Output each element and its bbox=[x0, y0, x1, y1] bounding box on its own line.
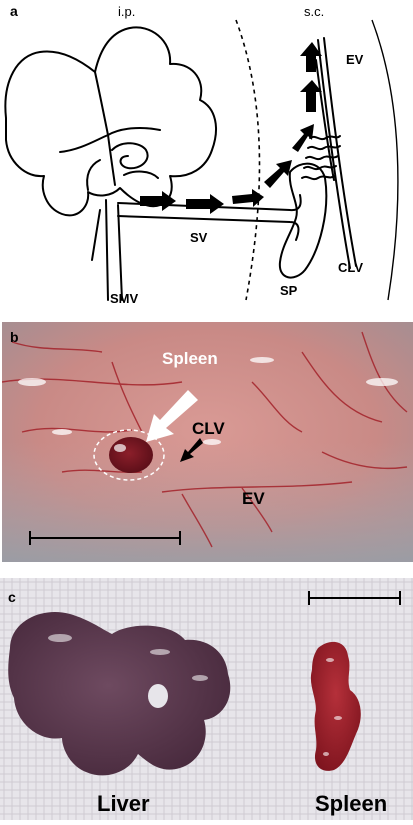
spleen-outline bbox=[278, 162, 328, 279]
ev-label: EV bbox=[346, 52, 364, 67]
surgical-photo: b Spleen CLV EV bbox=[1, 322, 413, 562]
clv-photo-label: CLV bbox=[192, 419, 225, 438]
panel-c-photo: c Liver Spleen bbox=[0, 578, 413, 820]
panel-c-letter: c bbox=[8, 589, 16, 605]
flow-arrow bbox=[300, 80, 322, 112]
spleen-organ bbox=[310, 641, 361, 771]
flow-arrow bbox=[300, 42, 322, 72]
ev-photo-label: EV bbox=[242, 489, 265, 508]
flow-arrows bbox=[140, 42, 322, 214]
spleen-nodule bbox=[109, 437, 153, 473]
sv-label: SV bbox=[190, 230, 208, 245]
panel-a-letter: a bbox=[10, 3, 18, 19]
sc-label: s.c. bbox=[304, 4, 324, 19]
skin-line bbox=[235, 19, 261, 301]
sp-label: SP bbox=[280, 283, 298, 298]
panel-b-letter: b bbox=[10, 329, 19, 345]
vessel-network bbox=[1, 331, 408, 548]
liver-organ bbox=[8, 612, 231, 776]
scale-bar-b bbox=[29, 531, 181, 545]
splenic-vein bbox=[117, 194, 302, 212]
flow-arrow bbox=[140, 191, 176, 211]
spleen-arrow bbox=[146, 390, 198, 442]
spleen-circle bbox=[93, 429, 165, 481]
smv-label: SMV bbox=[110, 291, 139, 306]
flow-arrow bbox=[264, 160, 292, 188]
spleen-photo-label: Spleen bbox=[162, 349, 218, 368]
panel-b-photo: b Spleen CLV EV bbox=[1, 322, 413, 562]
scale-bar-c bbox=[308, 591, 401, 605]
liver-label: Liver bbox=[97, 791, 150, 816]
flow-arrow bbox=[292, 124, 314, 152]
flow-arrow bbox=[232, 189, 264, 207]
clv-label: CLV bbox=[338, 260, 363, 275]
flow-arrow bbox=[186, 194, 224, 214]
spleen-organ-label: Spleen bbox=[315, 791, 387, 816]
ip-label: i.p. bbox=[118, 4, 135, 19]
organs-photo: c Liver Spleen bbox=[0, 578, 413, 820]
clv-arrow bbox=[180, 438, 203, 462]
liver-outline bbox=[4, 26, 217, 217]
panel-a-diagram: a i.p. s.c. EV SV SMV SP CLV bbox=[0, 0, 413, 318]
portal-diagram: a i.p. s.c. EV SV SMV SP CLV bbox=[4, 3, 399, 306]
